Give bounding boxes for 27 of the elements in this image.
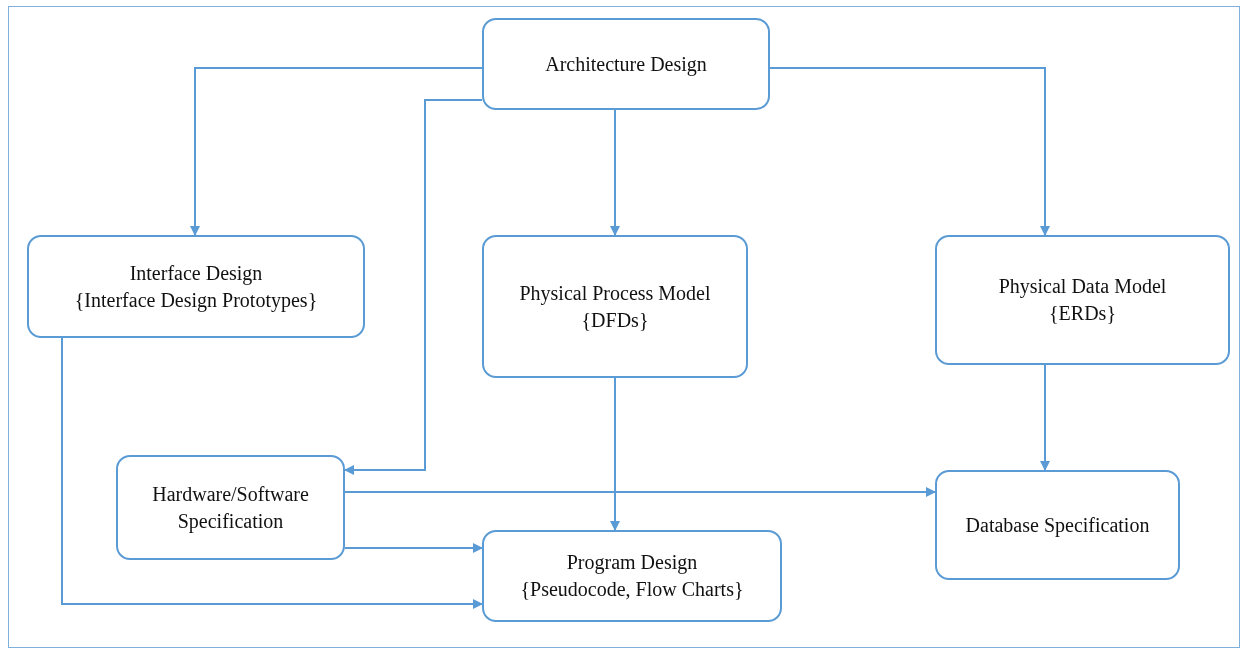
box-title: Physical Data Model <box>998 274 1167 300</box>
arrow <box>769 67 1050 236</box>
arrow <box>344 543 483 553</box>
process-box <box>116 455 345 560</box>
process-box <box>935 235 1230 365</box>
process-box <box>935 470 1180 580</box>
arrow <box>1040 364 1050 471</box>
box-title: Physical Process Model <box>519 280 711 307</box>
process-box <box>482 530 782 622</box>
box-subtitle: {Pseudocode, Flow Charts} <box>520 577 744 602</box>
arrow <box>344 487 936 497</box>
arrow <box>190 67 483 236</box>
arrow <box>344 99 483 475</box>
process-box <box>27 235 365 338</box>
arrow <box>610 377 620 531</box>
box-title: Interface Design <box>129 260 263 287</box>
box-subtitle: {Interface Design Prototypes} <box>74 287 318 314</box>
arrow <box>61 337 483 609</box>
process-box <box>482 18 770 110</box>
box-title: Program Design <box>566 550 698 576</box>
process-box <box>482 235 748 378</box>
box-subtitle: {ERDs} <box>1049 301 1116 326</box>
arrow <box>610 109 620 236</box>
box-title: Database Specification <box>965 512 1150 539</box>
box-title: Hardware/Software Specification <box>151 481 310 535</box>
box-title: Architecture Design <box>545 51 707 78</box>
box-subtitle: {DFDs} <box>581 307 649 333</box>
